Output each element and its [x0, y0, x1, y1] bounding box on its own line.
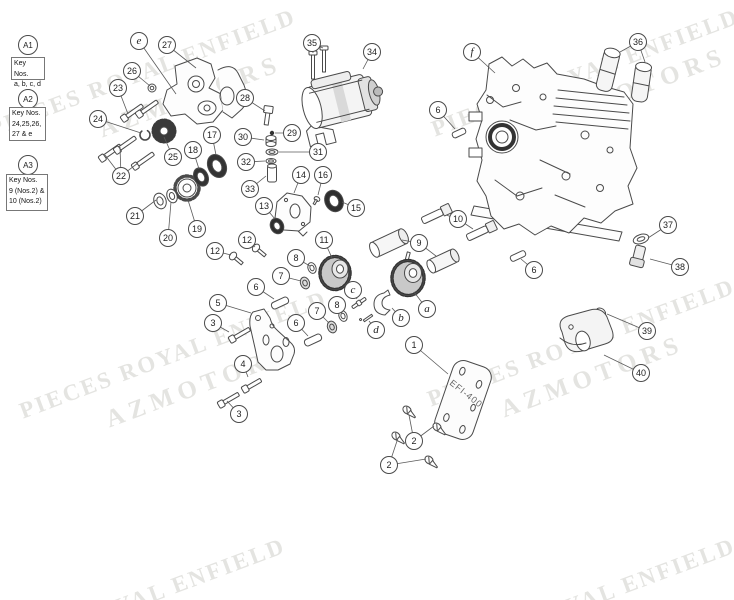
callout-6[interactable]: 6: [247, 278, 265, 296]
callout-2[interactable]: 2: [380, 456, 398, 474]
washer-20: [166, 188, 178, 204]
callout-16[interactable]: 16: [314, 166, 332, 184]
callout-17[interactable]: 17: [203, 126, 221, 144]
callout-f[interactable]: f: [463, 43, 481, 61]
callout-32[interactable]: 32: [237, 153, 255, 171]
callout-31[interactable]: 31: [309, 143, 327, 161]
legend-box-A2: Key Nos.24,25,26,27 & e: [9, 107, 46, 141]
callout-11[interactable]: 11: [315, 231, 333, 249]
callout-20[interactable]: 20: [159, 229, 177, 247]
callout-1[interactable]: 1: [405, 336, 423, 354]
callout-25[interactable]: 25: [164, 148, 182, 166]
clip-b: [373, 289, 391, 316]
hardware-stack-28-33: [263, 105, 279, 183]
callout-37[interactable]: 37: [659, 216, 677, 234]
callout-6[interactable]: 6: [525, 261, 543, 279]
gear-11: [318, 254, 352, 292]
callout-b[interactable]: b: [392, 309, 410, 327]
pin-d: [359, 313, 374, 323]
oil-seal-17: [206, 153, 228, 179]
callout-28[interactable]: 28: [236, 89, 254, 107]
washer-7b: [326, 320, 338, 334]
cover-plate-14: [274, 192, 312, 237]
callout-5[interactable]: 5: [209, 294, 227, 312]
washer-37: [632, 233, 650, 245]
callout-35[interactable]: 35: [303, 34, 321, 52]
callout-14[interactable]: 14: [292, 166, 310, 184]
callout-22[interactable]: 22: [112, 167, 130, 185]
callout-26[interactable]: 26: [123, 62, 141, 80]
callout-27[interactable]: 27: [158, 36, 176, 54]
bracket-5: [249, 308, 295, 371]
callout-36[interactable]: 36: [629, 33, 647, 51]
callout-13[interactable]: 13: [255, 197, 273, 215]
callout-15[interactable]: 15: [347, 199, 365, 217]
oil-seal-15: [324, 189, 344, 213]
callout-30[interactable]: 30: [234, 128, 252, 146]
callout-24[interactable]: 24: [89, 110, 107, 128]
legend-box-A3: Key Nos.9 (Nos.2) &10 (Nos.2): [6, 174, 48, 211]
mount-bracket-40: [559, 308, 614, 353]
callout-19[interactable]: 19: [188, 220, 206, 238]
dowel-pins-6: [270, 127, 527, 347]
callout-12[interactable]: 12: [238, 231, 256, 249]
callout-7[interactable]: 7: [272, 267, 290, 285]
legend-ref-A3: A3: [18, 155, 38, 175]
callout-8[interactable]: 8: [328, 296, 346, 314]
callout-6[interactable]: 6: [287, 314, 305, 332]
callout-e[interactable]: e: [130, 32, 148, 50]
callout-34[interactable]: 34: [363, 43, 381, 61]
gear-a: [390, 251, 426, 298]
callout-40[interactable]: 40: [632, 364, 650, 382]
screw-16: [312, 196, 321, 206]
leader-line-e: [138, 40, 177, 95]
legend-ref-A2: A2: [18, 89, 38, 109]
callout-18[interactable]: 18: [184, 141, 202, 159]
washer-8a: [307, 262, 317, 274]
callout-10[interactable]: 10: [449, 210, 467, 228]
callout-23[interactable]: 23: [109, 79, 127, 97]
callout-38[interactable]: 38: [671, 258, 689, 276]
callout-c[interactable]: c: [344, 281, 362, 299]
blanking-plate-1: EFI-400: [434, 360, 492, 440]
mount-cylinders-36: [595, 47, 653, 103]
callout-6[interactable]: 6: [429, 101, 447, 119]
sprocket-19: [173, 174, 201, 202]
callout-7[interactable]: 7: [308, 302, 326, 320]
callout-3[interactable]: 3: [204, 314, 222, 332]
legend-ref-A1: A1: [18, 35, 38, 55]
callout-21[interactable]: 21: [126, 207, 144, 225]
callout-12[interactable]: 12: [206, 242, 224, 260]
crankcase: [468, 56, 638, 242]
callout-29[interactable]: 29: [283, 124, 301, 142]
bolts-10: [420, 203, 498, 241]
oil-seal-13: [269, 217, 285, 235]
bolts-22: [97, 135, 155, 171]
callout-9[interactable]: 9: [410, 234, 428, 252]
callout-4[interactable]: 4: [234, 355, 252, 373]
bolts-3-4: [216, 327, 262, 409]
pin-c: [351, 297, 367, 309]
plug-38: [629, 244, 646, 269]
callout-3[interactable]: 3: [230, 405, 248, 423]
washer-7a: [299, 276, 311, 290]
washer-21: [153, 192, 167, 210]
callout-a[interactable]: a: [418, 300, 436, 318]
callout-8[interactable]: 8: [287, 249, 305, 267]
bolts-23: [119, 99, 159, 123]
oil-seal-18: [192, 167, 210, 187]
spacers-9: [369, 228, 460, 274]
screws-2: [391, 405, 446, 469]
callout-2[interactable]: 2: [405, 432, 423, 450]
starter-motor: [301, 71, 384, 148]
callout-33[interactable]: 33: [241, 180, 259, 198]
legend-box-A1: Key Nos.a, b, c, d: [11, 57, 45, 88]
callout-39[interactable]: 39: [638, 322, 656, 340]
callout-d[interactable]: d: [367, 321, 385, 339]
